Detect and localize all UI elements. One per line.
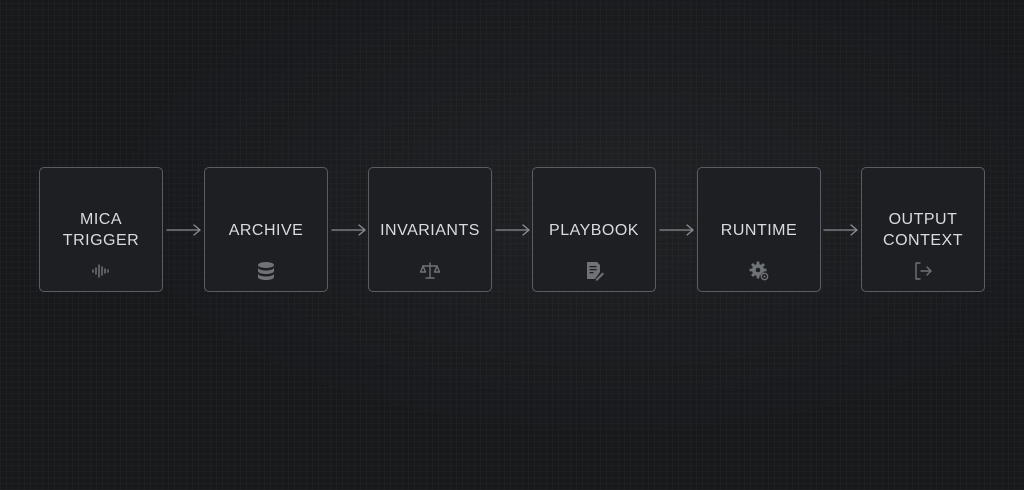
node-mica-trigger[interactable]: MICA TRIGGER [39,167,163,292]
flow-arrow [331,220,367,240]
node-output-context[interactable]: OUTPUT CONTEXT [861,167,985,292]
audio-waveform-icon [90,260,112,282]
node-label: PLAYBOOK [533,208,655,252]
node-runtime[interactable]: RUNTIME [697,167,821,292]
node-invariants[interactable]: INVARIANTS [368,167,492,292]
node-label: OUTPUT CONTEXT [862,208,984,252]
flow-arrow [495,220,531,240]
node-label-line: MICA [80,211,122,228]
flow-arrow [659,220,695,240]
gear-settings-icon [748,260,770,282]
node-label-line: CONTEXT [883,232,963,249]
node-label-line: PLAYBOOK [549,221,639,239]
node-label-line: TRIGGER [62,232,140,249]
node-label-line: ARCHIVE [228,221,304,239]
flow-arrow [823,220,859,240]
node-label: ARCHIVE [205,208,327,252]
document-edit-icon [583,260,605,282]
balance-scale-icon [419,260,441,282]
node-label: MICA TRIGGER [40,208,162,252]
flow-arrow [166,220,202,240]
node-label-line: INVARIANTS [380,221,480,239]
node-label: RUNTIME [698,208,820,252]
node-label-line: RUNTIME [720,221,798,239]
node-label-line: OUTPUT [888,211,958,228]
exit-arrow-icon [912,260,934,282]
node-label: INVARIANTS [369,208,491,252]
node-archive[interactable]: ARCHIVE [204,167,328,292]
database-icon [255,260,277,282]
node-playbook[interactable]: PLAYBOOK [532,167,656,292]
